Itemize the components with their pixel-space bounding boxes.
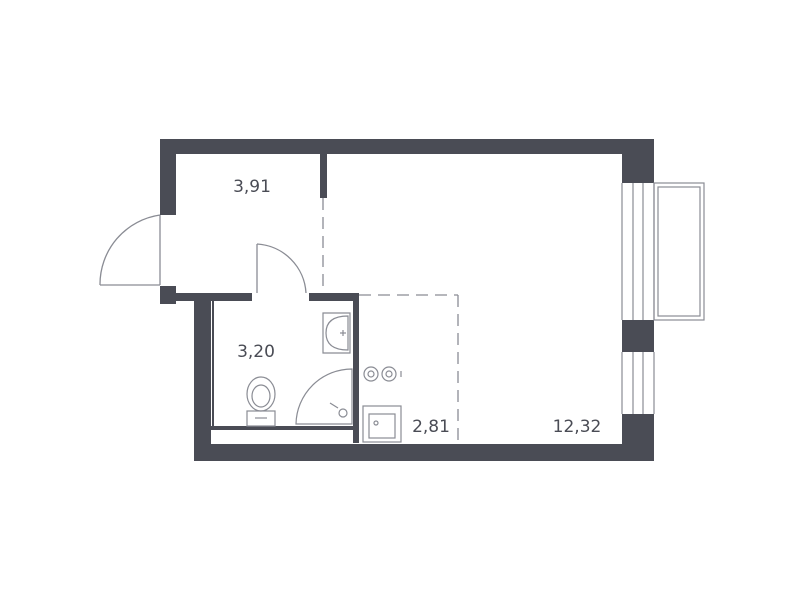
door-swing-icon — [99, 214, 161, 286]
zone-boundaries — [322, 198, 459, 444]
right-wall-bottom — [622, 414, 654, 461]
hall-bath-wall-right — [309, 293, 359, 301]
shower-icon — [295, 368, 353, 425]
right-wall-middle — [622, 320, 654, 352]
bath-bottom-line — [211, 426, 357, 430]
balcony-icon — [653, 182, 705, 321]
living-room-area-label: 12,32 — [553, 417, 602, 437]
entrance-door — [99, 214, 161, 286]
toilet-icon — [246, 376, 276, 427]
window-icon — [621, 183, 655, 320]
door-swing-icon — [256, 243, 307, 294]
left-wall-upper — [160, 139, 176, 215]
window-icon — [621, 352, 655, 414]
sink-icon — [322, 312, 351, 354]
kitchen-sink-icon — [362, 405, 402, 443]
hall-room-wall — [320, 154, 327, 198]
bath-kitchen-wall — [353, 293, 359, 443]
hallway-area-label: 3,91 — [233, 177, 271, 197]
kitchen-area-label: 2,81 — [412, 417, 450, 437]
right-wall-top — [622, 139, 654, 183]
stove-icon — [363, 366, 402, 382]
fixtures — [246, 312, 402, 443]
bath-left-wall — [194, 293, 211, 460]
bathroom-door — [256, 243, 307, 294]
top-wall — [160, 139, 625, 154]
windows — [621, 182, 705, 414]
room-labels: 3,91 3,20 2,81 12,32 — [233, 177, 601, 437]
walls — [160, 139, 654, 461]
bathroom-area-label: 3,20 — [237, 342, 275, 362]
bottom-wall — [194, 444, 654, 461]
